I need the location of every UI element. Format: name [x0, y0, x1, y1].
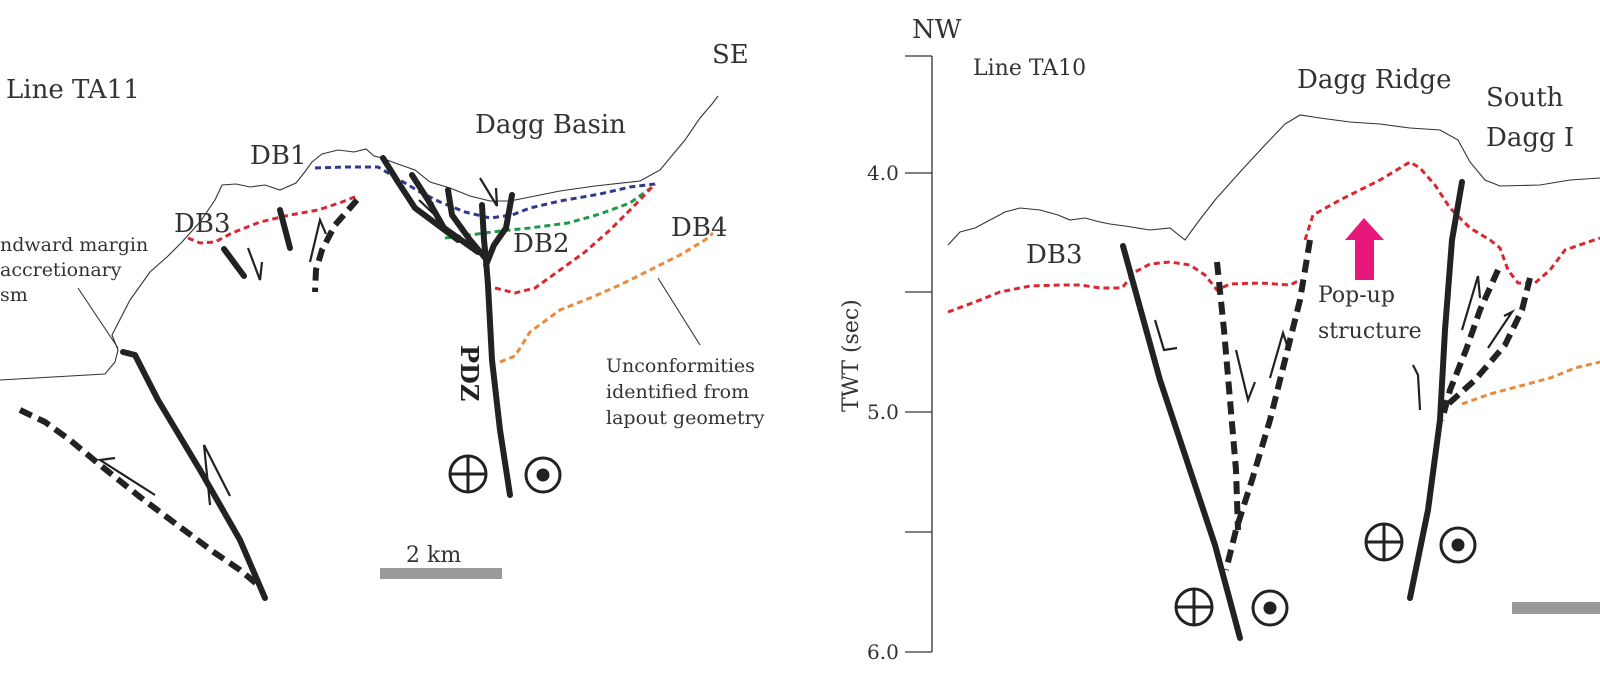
- pdz-label: PDZ: [455, 345, 484, 401]
- margin-label-line-3: sm: [0, 284, 28, 306]
- strike-slip-away-icon-lower: [1174, 587, 1214, 627]
- scale-label: 2 km: [406, 543, 461, 568]
- slip-arrow-right-1: [1153, 319, 1178, 352]
- slip-arrow-right-5: [1460, 275, 1482, 331]
- margin-label-line-1: ndward margin: [0, 234, 148, 256]
- basin-label: Dagg Basin: [475, 110, 626, 140]
- note-line-2: identified from: [606, 381, 749, 403]
- flower-structure: [380, 155, 515, 498]
- pdz-main-branch: [479, 202, 491, 288]
- fault-segment-a: [221, 246, 247, 279]
- label-db3: DB3: [174, 209, 231, 239]
- horizon-db2-lower-left: [494, 182, 657, 295]
- panel-right: 4.0 5.0 6.0 TWT (sec) NW Line TA10 Da: [839, 15, 1600, 664]
- south-label-line-2: Dagg I: [1486, 123, 1574, 153]
- slip-arrow-right-2: [1234, 349, 1257, 404]
- direction-label-se: SE: [712, 40, 749, 70]
- scale-bar: [380, 568, 502, 579]
- dashed-fault-inner-right: [1223, 239, 1313, 571]
- strike-slip-toward-icon: [524, 456, 562, 494]
- line-label-ta10: Line TA10: [973, 56, 1086, 81]
- note-line-3: lapout geometry: [606, 407, 765, 429]
- boundary-fault-right: [1407, 179, 1465, 601]
- structure-label-line-1: Pop-up: [1318, 283, 1395, 308]
- uplift-arrow-icon: [1345, 218, 1384, 280]
- label-db3-right: DB3: [1026, 240, 1083, 270]
- direction-label-nw: NW: [912, 15, 962, 45]
- pdz-trunk: [485, 282, 513, 498]
- tick-label-6-0: 6.0: [867, 640, 899, 664]
- line-label-ta11: Line TA11: [6, 75, 140, 105]
- south-label-line-1: South: [1486, 83, 1564, 113]
- ridge-label: Dagg Ridge: [1297, 65, 1451, 95]
- label-db4: DB4: [671, 213, 728, 243]
- leader-unconformities: [657, 277, 701, 346]
- seafloor-profile-right: [947, 114, 1600, 246]
- slip-arrow-right-4: [1412, 364, 1422, 411]
- label-db1: DB1: [250, 141, 307, 171]
- dashed-fault-inner-left: [1214, 261, 1241, 531]
- slip-arrow-left-1: [96, 456, 156, 496]
- twt-axis: 4.0 5.0 6.0 TWT (sec): [839, 55, 933, 664]
- dashed-thrust-left: [18, 407, 260, 588]
- slip-arrow-db3-1: [246, 247, 264, 281]
- pdz-branch-3: [380, 155, 461, 243]
- label-db2: DB2: [513, 229, 570, 259]
- dashed-fault-east-2: [1443, 277, 1533, 409]
- structure-label-line-2: structure: [1318, 319, 1422, 344]
- slip-arrow-left-2: [202, 444, 231, 506]
- scale-bar-right: [1512, 602, 1600, 614]
- panel-left: Line TA11 SE Dagg Basin ndward margin ac…: [0, 40, 765, 601]
- dashed-fault-east-1: [1439, 268, 1501, 421]
- margin-label-line-2: accretionary: [0, 259, 122, 281]
- horizon-db3-left: [187, 194, 358, 245]
- horizon-orange-right: [1461, 360, 1600, 406]
- slip-arrow-flower-2: [418, 199, 440, 219]
- strike-slip-toward-icon-lower: [1251, 589, 1289, 627]
- strike-slip-away-icon: [448, 454, 488, 494]
- fault-segment-c: [312, 198, 360, 293]
- boundary-fault-left: [1120, 243, 1243, 641]
- seafloor-profile-left: [0, 95, 719, 381]
- tick-label-4-0: 4.0: [867, 161, 899, 185]
- horizon-db1-left: [314, 165, 656, 220]
- slip-arrow-db3-2: [308, 216, 328, 263]
- leader-margin: [77, 287, 119, 349]
- note-line-1: Unconformities: [606, 355, 755, 377]
- fault-segment-b: [277, 207, 293, 251]
- strike-slip-away-icon-upper: [1364, 522, 1404, 562]
- strike-slip-toward-icon-upper: [1439, 526, 1477, 564]
- horizon-db4-left: [499, 231, 714, 364]
- tick-label-5-0: 5.0: [867, 400, 899, 424]
- main-thrust-left: [120, 349, 268, 601]
- slip-arrow-flower-1: [479, 177, 499, 207]
- horizon-db3-right: [947, 260, 1301, 314]
- slip-arrow-right-6: [1487, 309, 1516, 349]
- axis-title-twt: TWT (sec): [839, 299, 864, 412]
- horizon-db2-left: [444, 183, 656, 240]
- pdz-branch-4: [483, 192, 515, 268]
- slip-arrow-right-3: [1268, 329, 1290, 379]
